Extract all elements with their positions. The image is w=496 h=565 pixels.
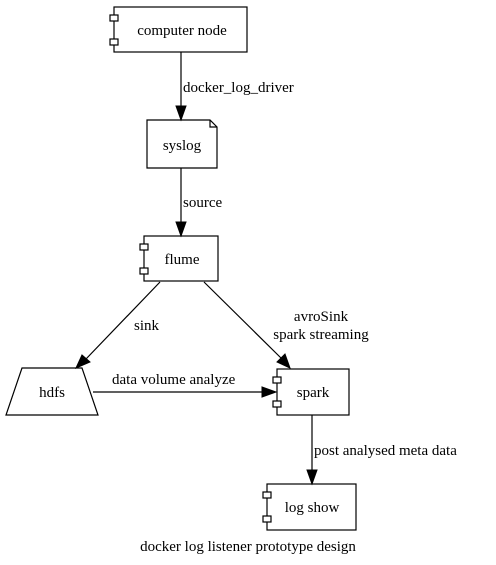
node-flume: flume <box>139 235 219 282</box>
node-spark: spark <box>272 368 350 416</box>
component-tab-icon <box>272 400 282 408</box>
edge-label-post-analysed-meta-data: post analysed meta data <box>314 443 457 459</box>
component-tab-icon <box>262 491 272 499</box>
arrowhead-icon <box>261 386 278 398</box>
diagram-caption: docker log listener prototype design <box>140 539 356 555</box>
arrowhead-icon <box>75 354 91 369</box>
arrowhead-icon <box>175 221 187 238</box>
node-label-flume: flume <box>165 252 200 268</box>
node-label-log-show: log show <box>285 500 340 516</box>
node-label-spark: spark <box>297 385 330 401</box>
edge-hdfs-to-spark: data volume analyze <box>93 372 278 398</box>
edge-label-sink: sink <box>134 318 160 334</box>
arrowhead-icon <box>306 469 318 486</box>
note-fold-icon <box>209 120 217 128</box>
edge-spark-to-logshow: post analysed meta data <box>306 415 457 486</box>
component-tab-icon <box>109 38 119 46</box>
edge-label-spark-streaming: spark streaming <box>273 327 369 343</box>
node-syslog: syslog <box>146 119 218 169</box>
edge-computer-to-syslog: docker_log_driver <box>175 52 294 122</box>
component-tab-icon <box>262 515 272 523</box>
node-label-hdfs: hdfs <box>39 385 65 401</box>
node-hdfs: hdfs <box>5 367 99 416</box>
component-tab-icon <box>139 243 149 251</box>
edge-label-docker-log-driver: docker_log_driver <box>183 80 294 96</box>
node-log-show: log show <box>262 483 357 531</box>
edge-flume-to-hdfs: sink <box>75 281 161 369</box>
edge-syslog-to-flume: source <box>175 168 222 238</box>
edge-flume-to-spark: avroSink spark streaming <box>203 281 369 369</box>
node-label-syslog: syslog <box>163 138 202 154</box>
node-label-computer-node: computer node <box>137 23 227 39</box>
edge-label-data-volume-analyze: data volume analyze <box>112 372 236 388</box>
component-tab-icon <box>139 267 149 275</box>
edge-label-avrosink: avroSink <box>294 309 349 325</box>
component-tab-icon <box>272 376 282 384</box>
edge-label-source: source <box>183 195 222 211</box>
arrowhead-icon <box>276 353 291 369</box>
node-computer-node: computer node <box>109 6 248 53</box>
component-tab-icon <box>109 14 119 22</box>
arrowhead-icon <box>175 105 187 122</box>
